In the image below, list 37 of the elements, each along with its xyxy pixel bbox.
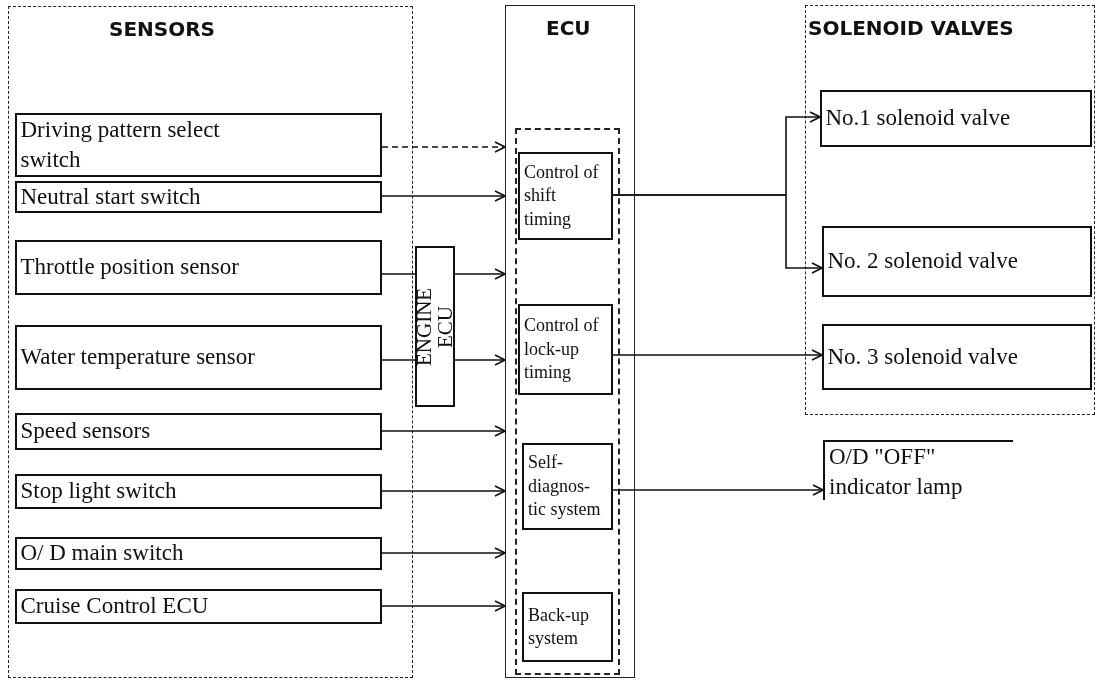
box: Stop light switch bbox=[14, 473, 382, 509]
arrow bbox=[381, 425, 506, 437]
arrow bbox=[381, 547, 506, 559]
group-heading: ECU bbox=[546, 16, 591, 40]
ecu-box bbox=[505, 5, 635, 678]
arrow bbox=[381, 190, 506, 202]
engine-ecu-box: ENGINE ECU bbox=[415, 246, 455, 407]
box: No. 3 solenoid valve bbox=[821, 323, 1092, 390]
solenoid-valves-group bbox=[805, 5, 1095, 415]
arrow bbox=[612, 349, 823, 361]
connector-line bbox=[381, 359, 416, 361]
arrow bbox=[454, 354, 506, 366]
box: Control of lock-up timing bbox=[518, 304, 613, 395]
box: No.1 solenoid valve bbox=[819, 89, 1092, 147]
sensors-group bbox=[8, 6, 413, 678]
box: Cruise Control ECU bbox=[14, 588, 382, 624]
arrow bbox=[381, 600, 506, 612]
box: Self-diagnos- tic system bbox=[522, 443, 613, 530]
box: O/ D main switch bbox=[14, 536, 382, 570]
dashed-box bbox=[514, 127, 620, 675]
box: Control of shift timing bbox=[518, 152, 613, 240]
indicator-lamp-box: O/D "OFF" indicator lamp bbox=[823, 440, 1013, 500]
box: Driving pattern select switch bbox=[14, 112, 382, 177]
arrow bbox=[381, 485, 506, 497]
arrow bbox=[454, 268, 506, 280]
box: Water temperature sensor bbox=[14, 324, 382, 390]
box: No. 2 solenoid valve bbox=[821, 225, 1092, 297]
dashed-arrow bbox=[381, 141, 506, 153]
group-heading: SOLENOID VALVES bbox=[808, 16, 1014, 40]
connector-line bbox=[381, 273, 416, 275]
box: Throttle position sensor bbox=[14, 239, 382, 295]
arrow bbox=[612, 484, 824, 496]
box: Back-up system bbox=[522, 592, 613, 662]
box: Neutral start switch bbox=[14, 180, 382, 213]
group-heading: SENSORS bbox=[109, 17, 215, 41]
arrow bbox=[612, 194, 823, 274]
box: Speed sensors bbox=[14, 412, 382, 450]
